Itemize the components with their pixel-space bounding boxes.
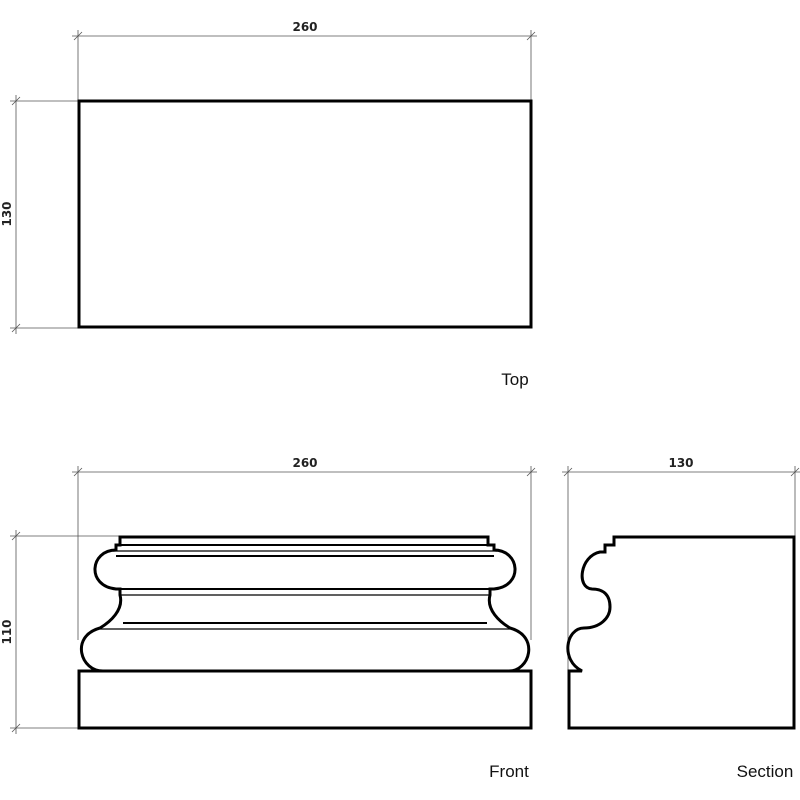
front-height-dimension: 110	[0, 530, 122, 734]
front-molding-profile	[80, 535, 531, 673]
top-width-dimension: 260	[72, 20, 537, 102]
top-view-label: Top	[501, 370, 528, 389]
top-height-label: 130	[0, 201, 14, 226]
front-view-label: Front	[489, 762, 529, 781]
front-height-label: 110	[0, 619, 14, 644]
front-width-label: 260	[292, 456, 317, 470]
section-view: 130 Section	[562, 456, 800, 781]
front-view: 260 110 Front	[0, 456, 537, 781]
front-width-dimension: 260	[72, 456, 537, 640]
section-profile	[566, 535, 796, 730]
top-height-dimension: 130	[0, 95, 80, 334]
section-view-label: Section	[737, 762, 794, 781]
top-outline	[77, 99, 533, 329]
front-plinth	[77, 669, 533, 730]
section-width-label: 130	[668, 456, 693, 470]
top-view: 260 130 Top	[0, 20, 537, 389]
top-width-label: 260	[292, 20, 317, 34]
